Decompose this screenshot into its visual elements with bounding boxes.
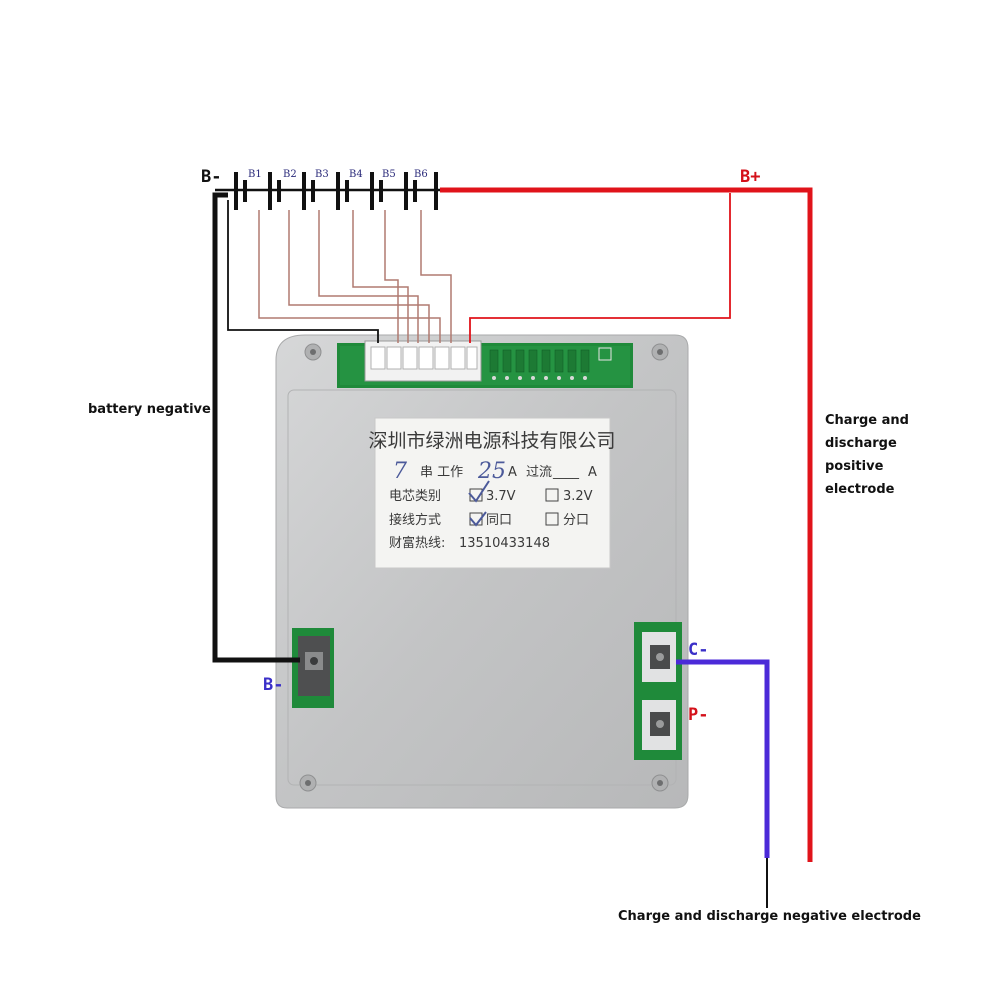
label-c-minus: C- [688, 640, 708, 660]
label-charge-positive-line: Charge and [825, 413, 909, 428]
cell-labels: B1 B2 B3 B4 B5 B6 [248, 169, 428, 180]
sticker-wiring-opt1: 同口 [486, 513, 512, 528]
sticker-series-hand: 7 [393, 459, 407, 484]
sticker-series-word: 串 工作 [420, 465, 463, 480]
balance-connector [364, 340, 482, 382]
label-p-minus: P- [688, 705, 708, 725]
cell-label: B5 [382, 169, 396, 180]
sticker-wiring-opt2: 分口 [563, 513, 589, 528]
label-charge-positive: Charge and discharge positive electrode [825, 413, 909, 497]
cell-label: B6 [414, 169, 428, 180]
cell-label: B4 [349, 169, 363, 180]
balance-wire-negative [227, 200, 379, 343]
sticker-overcurrent-unit: A [588, 465, 597, 480]
sticker-cell-type-label: 电芯类别 [389, 489, 441, 504]
bms-board: 深圳市绿洲电源科技有限公司 7 串 工作 25 A 过流 ____ A 电芯类别… [275, 334, 689, 809]
sticker-current-unit: A [508, 465, 517, 480]
cell-label: B3 [315, 169, 329, 180]
c-minus-terminal-pad [634, 622, 682, 692]
sticker-cell-type-opt2: 3.2V [563, 489, 593, 504]
cell-label: B2 [283, 169, 297, 180]
b-plus-wire [440, 187, 813, 862]
label-b-minus-top: B- [201, 167, 221, 187]
label-b-minus-board: B- [263, 675, 283, 695]
p-minus-terminal-pad [634, 692, 682, 760]
label-charge-positive-line: positive [825, 459, 884, 474]
mounting-hole-icon [651, 343, 669, 361]
checkbox-empty-icon [545, 512, 559, 526]
sticker-cell-type-opt1: 3.7V [486, 489, 516, 504]
sticker-wiring-label: 接线方式 [389, 512, 441, 528]
label-charge-positive-line: discharge [825, 436, 897, 451]
label-charge-negative: Charge and discharge negative electrode [618, 909, 921, 924]
c-minus-wire [676, 659, 770, 858]
sticker-hotline-label: 财富热线: [389, 535, 445, 551]
balance-wires [258, 210, 452, 343]
balance-wire-positive [469, 193, 731, 343]
label-battery-negative: battery negative [88, 402, 211, 417]
sticker-overcurrent-blank: ____ [552, 465, 580, 480]
sticker-overcurrent-label: 过流 [526, 465, 552, 480]
spec-sticker: 深圳市绿洲电源科技有限公司 7 串 工作 25 A 过流 ____ A 电芯类别… [368, 417, 616, 569]
sticker-hotline-number: 13510433148 [459, 536, 550, 551]
battery-cell-stack [215, 172, 440, 210]
mounting-hole-icon [651, 774, 669, 792]
cell-label: B1 [248, 169, 262, 180]
sticker-company: 深圳市绿洲电源科技有限公司 [368, 430, 615, 452]
b-minus-wire [212, 192, 300, 663]
label-charge-positive-line: electrode [825, 482, 895, 497]
b-minus-terminal-pad [292, 628, 334, 708]
sticker-current-hand: 25 [477, 459, 506, 484]
mounting-hole-icon [299, 774, 317, 792]
label-b-plus: B+ [740, 167, 760, 187]
mounting-hole-icon [304, 343, 322, 361]
checkbox-empty-icon [545, 488, 559, 502]
